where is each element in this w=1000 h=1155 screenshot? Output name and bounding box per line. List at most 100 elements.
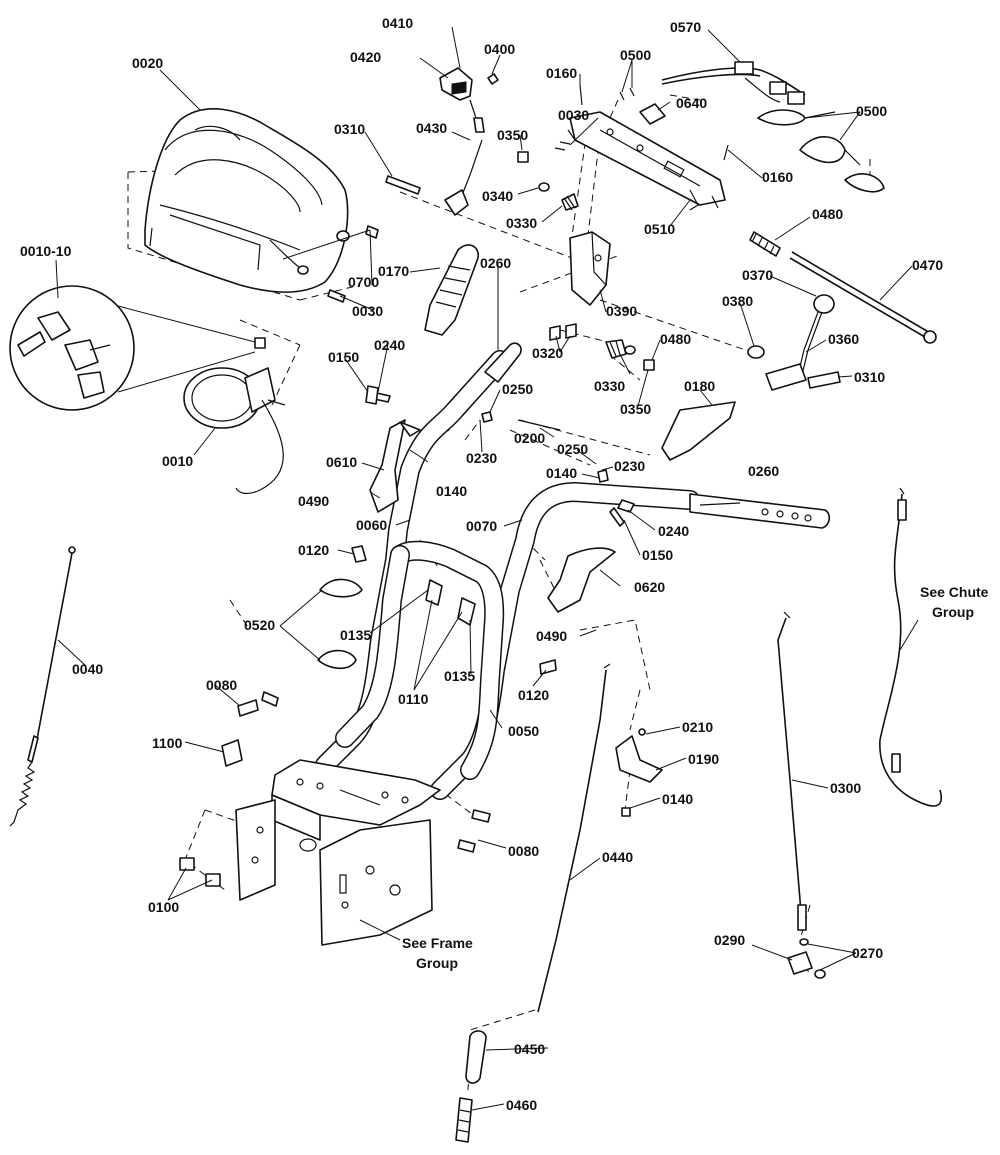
clip-0640 bbox=[639, 103, 666, 125]
label-0240-right: 0240 bbox=[658, 523, 689, 539]
label-0260-right: 0260 bbox=[748, 463, 779, 479]
control-bracket-0620 bbox=[547, 547, 616, 613]
label-0200: 0200 bbox=[514, 430, 545, 446]
cover-fasteners bbox=[297, 225, 379, 303]
label-0040: 0040 bbox=[72, 661, 103, 677]
label-0110: 0110 bbox=[398, 691, 429, 707]
label-0490-right: 0490 bbox=[536, 628, 567, 644]
pin-0310 bbox=[385, 175, 421, 195]
label-0300: 0300 bbox=[830, 780, 861, 796]
handle-tubes bbox=[315, 350, 700, 800]
fastener-stack-upper bbox=[517, 151, 579, 211]
label-0290: 0290 bbox=[714, 932, 745, 948]
label-0080-right: 0080 bbox=[508, 843, 539, 859]
wiring-harness bbox=[661, 61, 806, 105]
bracket-0190 bbox=[615, 728, 663, 817]
label-0500-top: 0500 bbox=[620, 47, 651, 63]
label-0250-right: 0250 bbox=[557, 441, 588, 457]
label-0400: 0400 bbox=[484, 41, 515, 57]
rod-0440 bbox=[455, 663, 611, 1143]
label-0160-top: 0160 bbox=[546, 65, 577, 81]
label-0390: 0390 bbox=[606, 303, 637, 319]
label-0180: 0180 bbox=[684, 378, 715, 394]
note-see-chute-line2: Group bbox=[932, 604, 974, 620]
label-0510: 0510 bbox=[644, 221, 675, 237]
label-0230-left: 0230 bbox=[466, 450, 497, 466]
label-0120-bottom: 0120 bbox=[518, 687, 549, 703]
label-0170: 0170 bbox=[378, 263, 409, 279]
label-0330-lower: 0330 bbox=[594, 378, 625, 394]
label-0030-mid: 0030 bbox=[352, 303, 383, 319]
label-0320: 0320 bbox=[532, 345, 563, 361]
label-0210: 0210 bbox=[682, 719, 713, 735]
label-0230-right: 0230 bbox=[614, 458, 645, 474]
label-0420: 0420 bbox=[350, 49, 381, 65]
panel-bracket-0510 bbox=[567, 111, 726, 211]
label-0360: 0360 bbox=[828, 331, 859, 347]
rod-0040 bbox=[9, 546, 76, 827]
label-0250-left: 0250 bbox=[502, 381, 533, 397]
center-bracket-0390 bbox=[569, 231, 611, 306]
label-0380: 0380 bbox=[722, 293, 753, 309]
label-0270: 0270 bbox=[852, 945, 883, 961]
part-labels: 0020 0010-10 0010 0410 0420 0400 0430 03… bbox=[20, 15, 943, 1113]
label-0370: 0370 bbox=[742, 267, 773, 283]
label-0410: 0410 bbox=[382, 15, 413, 31]
label-0240-left: 0240 bbox=[374, 337, 405, 353]
label-0030-top: 0030 bbox=[558, 107, 589, 123]
label-1100: 1100 bbox=[152, 735, 183, 751]
label-0500-right: 0500 bbox=[856, 103, 887, 119]
label-0150-right: 0150 bbox=[642, 547, 673, 563]
rod-0470 bbox=[749, 231, 937, 344]
frame-fasteners bbox=[179, 691, 491, 887]
label-0490-left: 0490 bbox=[298, 493, 329, 509]
group-notes: See Chute Group See Frame Group bbox=[402, 584, 989, 971]
label-0470: 0470 bbox=[912, 257, 943, 273]
label-0160-right: 0160 bbox=[762, 169, 793, 185]
label-0520: 0520 bbox=[244, 617, 275, 633]
label-0620: 0620 bbox=[634, 579, 665, 595]
label-0610: 0610 bbox=[326, 454, 357, 470]
label-0260-left: 0260 bbox=[480, 255, 511, 271]
headlight bbox=[183, 337, 286, 495]
label-0060: 0060 bbox=[356, 517, 387, 533]
lever-0430-assembly bbox=[439, 67, 485, 216]
label-0140-left: 0140 bbox=[436, 483, 467, 499]
label-0020: 0020 bbox=[132, 55, 163, 71]
leader-lines bbox=[55, 26, 919, 1111]
handle-grips-0260 bbox=[484, 342, 831, 529]
label-0340: 0340 bbox=[482, 188, 513, 204]
label-0350-upper: 0350 bbox=[497, 127, 528, 143]
label-0150-left: 0150 bbox=[328, 349, 359, 365]
label-0070: 0070 bbox=[466, 518, 497, 534]
label-0430: 0430 bbox=[416, 120, 447, 136]
fastener-stack-lower bbox=[549, 323, 655, 371]
label-0140-bottom: 0140 bbox=[662, 791, 693, 807]
label-0120-top: 0120 bbox=[298, 542, 329, 558]
label-0570: 0570 bbox=[670, 19, 701, 35]
small-fasteners-top bbox=[487, 73, 729, 161]
label-0050: 0050 bbox=[508, 723, 539, 739]
label-0700: 0700 bbox=[348, 274, 379, 290]
label-0460: 0460 bbox=[506, 1097, 537, 1113]
label-0135-left: 0135 bbox=[340, 627, 371, 643]
label-0010-10: 0010-10 bbox=[20, 243, 72, 259]
label-0450: 0450 bbox=[514, 1041, 545, 1057]
label-0350-lower: 0350 bbox=[620, 401, 651, 417]
label-0330-upper: 0330 bbox=[506, 215, 537, 231]
frame-plates bbox=[235, 759, 441, 946]
engine-cover bbox=[144, 108, 349, 293]
label-0140-mid: 0140 bbox=[546, 465, 577, 481]
note-see-frame-line2: Group bbox=[416, 955, 458, 971]
chute-cable bbox=[879, 487, 942, 807]
label-0080-left: 0080 bbox=[206, 677, 237, 693]
label-0190: 0190 bbox=[688, 751, 719, 767]
label-0310-right: 0310 bbox=[854, 369, 885, 385]
cable-ties-0500 bbox=[757, 109, 885, 193]
label-0440: 0440 bbox=[602, 849, 633, 865]
label-0100: 0100 bbox=[148, 899, 179, 915]
rod-0300 bbox=[777, 611, 826, 979]
bracket-0180 bbox=[661, 401, 736, 461]
label-0480-upper: 0480 bbox=[812, 206, 843, 222]
